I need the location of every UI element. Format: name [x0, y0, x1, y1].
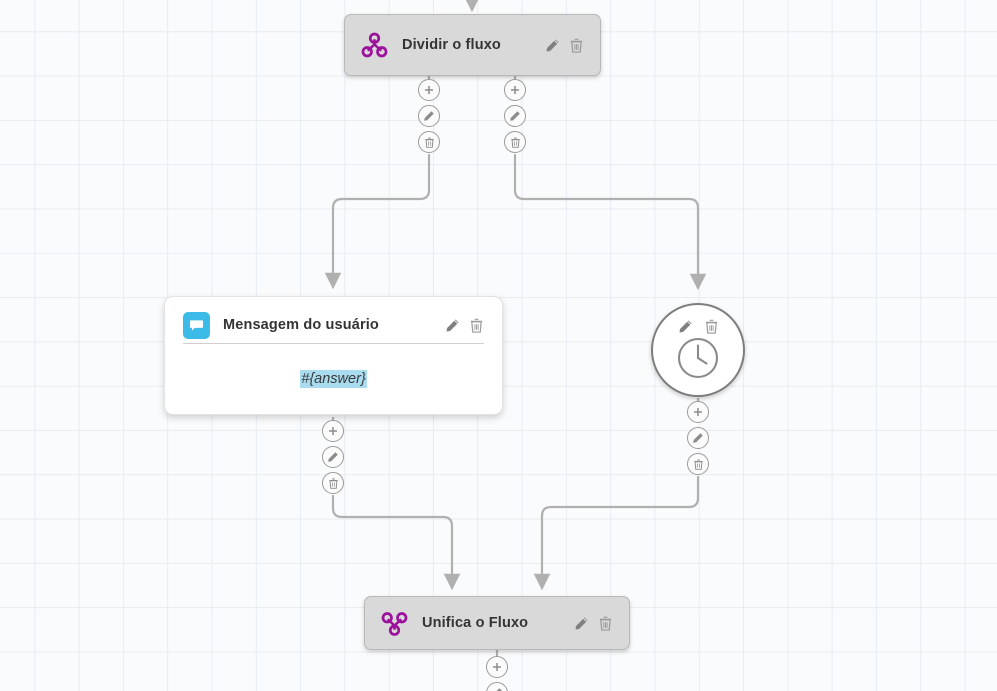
node-merge-flow[interactable]: Unifica o Fluxo — [364, 596, 630, 650]
connector-buttons-split-left[interactable] — [418, 79, 440, 153]
pencil-icon — [328, 452, 338, 462]
delete-connector-button[interactable] — [687, 453, 709, 475]
add-node-button[interactable] — [687, 401, 709, 423]
trash-icon — [328, 477, 338, 489]
add-icon — [425, 86, 433, 94]
add-node-button[interactable] — [322, 420, 344, 442]
node-title-actions — [445, 318, 484, 333]
trash-icon[interactable] — [598, 616, 613, 631]
add-icon — [493, 663, 501, 671]
card-divider — [183, 343, 484, 344]
node-title-row: Mensagem do usuário — [165, 297, 502, 343]
trash-icon — [510, 136, 520, 148]
pencil-icon — [510, 111, 520, 121]
edit-connector-button[interactable] — [687, 427, 709, 449]
node-title-actions — [678, 319, 719, 334]
pencil-icon[interactable] — [678, 319, 693, 334]
edit-connector-button[interactable] — [418, 105, 440, 127]
add-icon — [329, 427, 337, 435]
split-flow-icon — [361, 32, 388, 59]
connector-buttons-message-out[interactable] — [322, 420, 344, 494]
node-delay[interactable] — [651, 303, 745, 397]
card-body: #{answer} — [165, 344, 502, 414]
edge-split-to-user-message — [324, 153, 431, 290]
edge-split-to-delay — [513, 153, 707, 291]
delete-connector-button[interactable] — [418, 131, 440, 153]
pencil-icon[interactable] — [545, 38, 560, 53]
node-title-actions — [574, 616, 613, 631]
trash-icon — [693, 458, 703, 470]
pencil-icon — [424, 111, 434, 121]
add-icon — [694, 408, 702, 416]
clock-icon — [675, 335, 721, 381]
add-node-button[interactable] — [486, 656, 508, 678]
edit-connector-button[interactable] — [486, 682, 508, 691]
node-title-row: Dividir o fluxo — [361, 32, 584, 59]
node-title-actions — [545, 38, 584, 53]
edge-user-message-to-merge — [331, 494, 461, 591]
node-split-flow[interactable]: Dividir o fluxo — [344, 14, 601, 76]
edit-connector-button[interactable] — [322, 446, 344, 468]
node-label: Dividir o fluxo — [402, 37, 501, 53]
connector-buttons-delay-out[interactable] — [687, 401, 709, 475]
node-label: Mensagem do usuário — [223, 317, 379, 333]
add-icon — [511, 86, 519, 94]
trash-icon[interactable] — [704, 319, 719, 334]
pencil-icon[interactable] — [574, 616, 589, 631]
trash-icon[interactable] — [569, 38, 584, 53]
pencil-icon[interactable] — [445, 318, 460, 333]
connector-buttons-merge-out[interactable] — [486, 656, 508, 691]
delete-connector-button[interactable] — [504, 131, 526, 153]
chat-bubble-icon — [183, 311, 210, 339]
add-node-button[interactable] — [504, 79, 526, 101]
trash-icon[interactable] — [469, 318, 484, 333]
merge-flow-icon — [381, 610, 408, 637]
edge-delay-to-merge — [533, 475, 700, 591]
node-label: Unifica o Fluxo — [422, 615, 529, 631]
trash-icon — [424, 136, 434, 148]
connector-buttons-split-right[interactable] — [504, 79, 526, 153]
edit-connector-button[interactable] — [504, 105, 526, 127]
delete-connector-button[interactable] — [322, 472, 344, 494]
add-node-button[interactable] — [418, 79, 440, 101]
pencil-icon — [693, 433, 703, 443]
pencil-icon — [496, 688, 502, 691]
answer-token: #{answer} — [300, 370, 367, 388]
node-title-row: Unifica o Fluxo — [381, 610, 613, 637]
node-user-message[interactable]: Mensagem do usuário — [164, 296, 503, 415]
